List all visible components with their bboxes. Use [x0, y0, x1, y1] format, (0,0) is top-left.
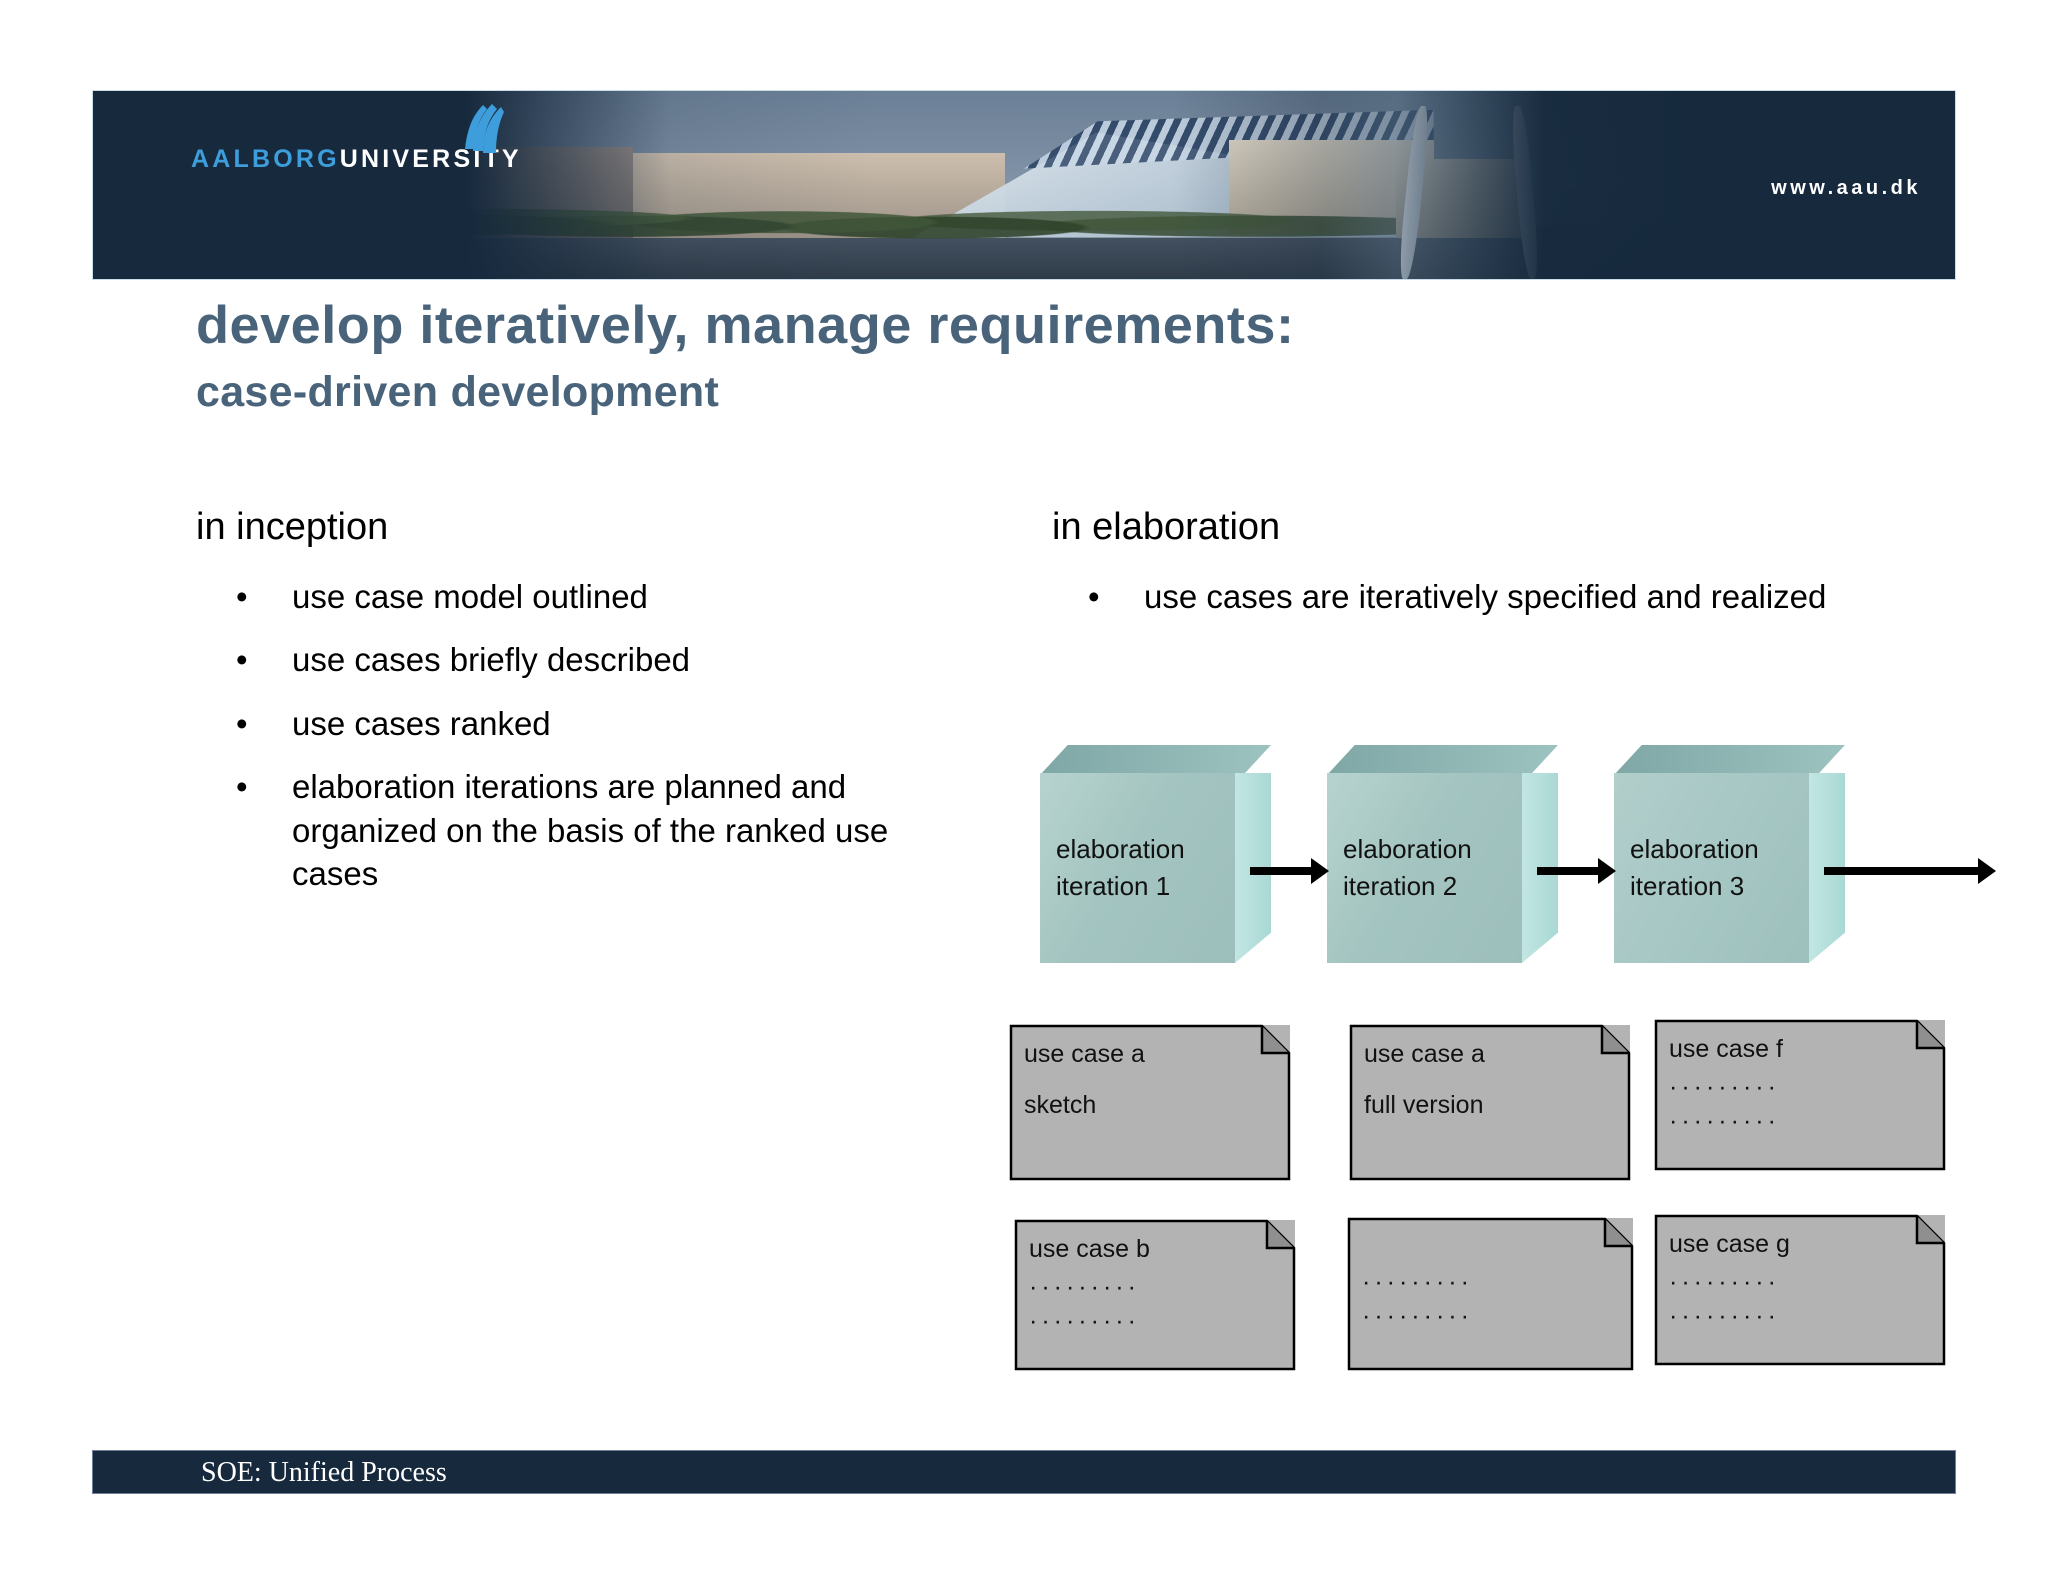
list-item-text: use cases ranked	[292, 704, 551, 742]
brand-aalborg-text: AALBORG	[191, 145, 340, 173]
cube-label-line-1: elaboration	[1056, 834, 1185, 865]
aau-logo: AALBORGUNIVERSITY	[191, 104, 522, 172]
list-item: • use cases briefly described	[196, 638, 896, 682]
column-inception: in inception • use case model outlined •…	[196, 505, 896, 916]
cube-front-face: elaboration iteration 2	[1327, 773, 1522, 963]
note-unnamed: ········· ·········	[1348, 1218, 1633, 1370]
note-dots-line-1: ·········	[1669, 1073, 1780, 1102]
bullet-dot-icon: •	[1088, 577, 1100, 615]
cube-front-face: elaboration iteration 3	[1614, 773, 1809, 963]
note-dots-line-1: ·········	[1362, 1268, 1473, 1296]
note-text: ········· ·········	[1362, 1266, 1623, 1334]
note-subtitle: full version	[1364, 1091, 1484, 1120]
header-photo-overlay	[93, 91, 1955, 279]
aau-wordmark: AALBORGUNIVERSITY	[191, 147, 522, 172]
note-text: use case a full version	[1364, 1039, 1620, 1142]
note-use-case-f: use case f ········· ·········	[1655, 1020, 1945, 1170]
cube-top-face	[1040, 745, 1271, 775]
slide-title: develop iteratively, manage requirements…	[196, 296, 1896, 419]
cube-top-face	[1327, 745, 1558, 775]
cube-label-line-1: elaboration	[1343, 834, 1472, 865]
note-dots-line-1: ·········	[1029, 1273, 1140, 1302]
cube-label-line-2: iteration 2	[1343, 871, 1458, 901]
note-body	[1655, 1215, 1945, 1365]
note-outline-icon	[1350, 1025, 1630, 1180]
iteration-cube-2: elaboration iteration 2	[1327, 745, 1558, 963]
note-body	[1655, 1020, 1945, 1170]
note-outline-icon	[1010, 1025, 1290, 1180]
note-title: use case b	[1029, 1235, 1150, 1263]
bullet-dot-icon: •	[236, 704, 248, 742]
cube-label-line-1: elaboration	[1630, 834, 1759, 865]
note-text: use case a sketch	[1024, 1039, 1280, 1142]
column-elaboration: in elaboration • use cases are iterative…	[1052, 505, 1952, 638]
note-outline-icon	[1348, 1218, 1633, 1370]
iteration-cube-3: elaboration iteration 3	[1614, 745, 1845, 963]
note-title: use case a	[1364, 1040, 1485, 1068]
page-title-line-2: case-driven development	[196, 368, 720, 417]
arrow-icon-continuation	[1824, 858, 1996, 884]
note-text: use case g ········· ·········	[1669, 1229, 1935, 1334]
cube-top-face	[1614, 745, 1845, 775]
list-item-text: use cases are iteratively specified and …	[1144, 577, 1827, 615]
page-title-line-1: develop iteratively, manage requirements…	[196, 296, 1295, 355]
arrow-icon-2to3	[1537, 858, 1616, 884]
note-outline-icon	[1655, 1020, 1945, 1170]
note-dots-line-2: ·········	[1362, 1301, 1473, 1330]
list-item-text: use cases briefly described	[292, 641, 691, 679]
cube-front-face: elaboration iteration 1	[1040, 773, 1235, 963]
list-item: • elaboration iterations are planned and…	[196, 765, 896, 896]
elaboration-iteration-diagram: elaboration iteration 1 elaboration iter…	[1040, 745, 2000, 975]
note-title: use case a	[1024, 1040, 1145, 1068]
note-use-case-a-sketch: use case a sketch	[1010, 1025, 1290, 1180]
note-body	[1350, 1025, 1630, 1180]
note-text: use case b ········· ·········	[1029, 1234, 1285, 1339]
list-item: • use case model outlined	[196, 575, 896, 619]
note-text: use case f ········· ·········	[1669, 1034, 1935, 1139]
list-item-text: elaboration iterations are planned and o…	[292, 768, 889, 893]
note-body	[1010, 1025, 1290, 1180]
bullet-list-elaboration: • use cases are iteratively specified an…	[1052, 575, 1952, 619]
note-subtitle: sketch	[1024, 1091, 1097, 1120]
note-dots-line-2: ·········	[1669, 1107, 1780, 1135]
note-dots-line-2: ·········	[1669, 1302, 1780, 1330]
arrow-icon-1to2	[1250, 858, 1329, 884]
list-item: • use cases are iteratively specified an…	[1052, 575, 1952, 619]
note-outline-icon	[1655, 1215, 1945, 1365]
header-banner: AALBORGUNIVERSITY www.aau.dk	[92, 90, 1956, 280]
iteration-cube-1: elaboration iteration 1	[1040, 745, 1271, 963]
note-dots-line-2: ·········	[1029, 1307, 1140, 1335]
note-dots-line-1: ·········	[1669, 1268, 1780, 1297]
aau-seagull-icon	[465, 104, 504, 153]
bullet-dot-icon: •	[236, 641, 248, 679]
note-outline-icon	[1015, 1220, 1295, 1370]
note-body	[1348, 1218, 1633, 1370]
bullet-list-inception: • use case model outlined • use cases br…	[196, 575, 896, 896]
footer-bar: SOE: Unified Process	[92, 1450, 1956, 1494]
note-use-case-g: use case g ········· ·········	[1655, 1215, 1945, 1365]
list-item: • use cases ranked	[196, 702, 896, 746]
footer-text: SOE: Unified Process	[201, 1457, 447, 1488]
bullet-dot-icon: •	[236, 577, 248, 615]
note-use-case-b: use case b ········· ·········	[1015, 1220, 1295, 1370]
list-item-text: use case model outlined	[292, 577, 648, 615]
note-body	[1015, 1220, 1295, 1370]
aau-url-text: www.aau.dk	[1771, 177, 1921, 199]
note-use-case-a-full: use case a full version	[1350, 1025, 1630, 1180]
column-heading-elaboration: in elaboration	[1052, 506, 1281, 548]
note-title: use case g	[1669, 1230, 1790, 1258]
cube-label-line-2: iteration 1	[1056, 871, 1171, 901]
bullet-dot-icon: •	[236, 768, 248, 806]
note-title: use case f	[1669, 1035, 1783, 1063]
column-heading-inception: in inception	[196, 506, 389, 548]
cube-label-line-2: iteration 3	[1630, 871, 1745, 901]
